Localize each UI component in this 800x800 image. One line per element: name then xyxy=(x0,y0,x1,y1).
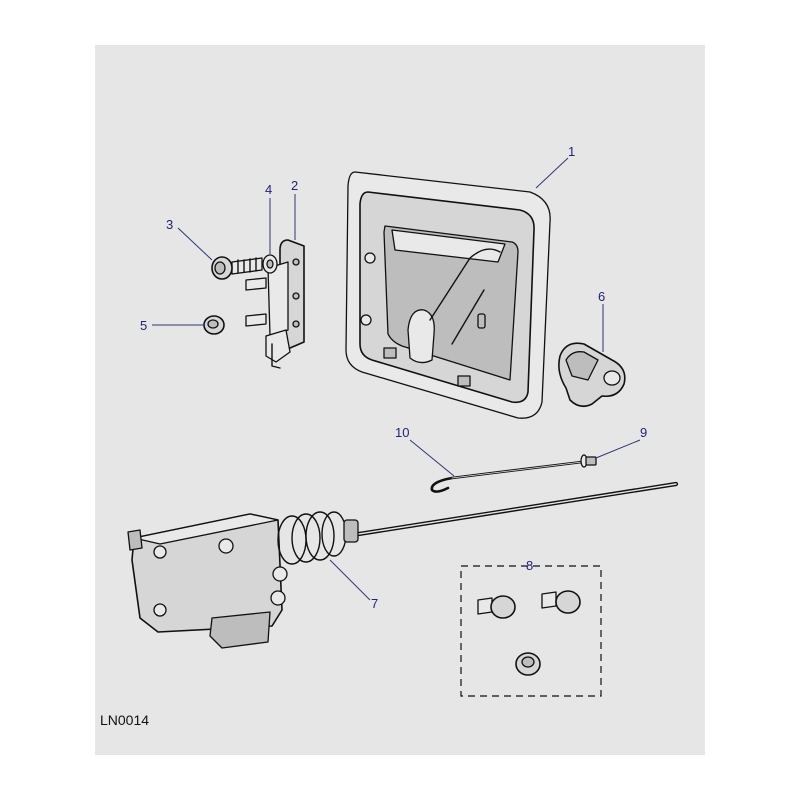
part-2-bracket xyxy=(265,239,305,369)
part-4-washer xyxy=(245,254,278,327)
callout-6: 6 xyxy=(598,289,605,304)
kit-stud-1 xyxy=(477,595,516,619)
callout-9: 9 xyxy=(640,425,647,440)
part-6-clip xyxy=(558,342,626,408)
kit-nut xyxy=(515,652,541,676)
callout-10: 10 xyxy=(395,425,409,440)
part-9-rod-end-fitting xyxy=(580,454,597,468)
callouts: 1 2 3 4 5 6 7 8 9 10 xyxy=(140,144,647,611)
callout-2: 2 xyxy=(291,178,298,193)
kit-stud-2 xyxy=(541,590,581,614)
callout-3: 3 xyxy=(166,217,173,232)
leader-3 xyxy=(177,227,213,261)
part-10-rod xyxy=(430,460,584,493)
part-8-fastener-kit xyxy=(460,565,602,697)
leader-9 xyxy=(595,439,641,459)
part-3-bolt xyxy=(211,256,263,280)
part-5-nut xyxy=(203,315,225,335)
part-7-actuator xyxy=(127,481,679,649)
callout-7: 7 xyxy=(371,596,378,611)
callout-1: 1 xyxy=(568,144,575,159)
part-1-handle-housing xyxy=(345,171,551,419)
callout-4: 4 xyxy=(265,182,272,197)
leader-10 xyxy=(409,439,455,477)
leader-7 xyxy=(329,559,371,601)
callout-5: 5 xyxy=(140,318,147,333)
diagram-background-panel xyxy=(95,45,705,755)
diagram-reference-code: LN0014 xyxy=(100,712,150,728)
leader-1 xyxy=(535,157,569,189)
leader-lines xyxy=(152,157,641,601)
callout-8: 8 xyxy=(526,558,533,573)
